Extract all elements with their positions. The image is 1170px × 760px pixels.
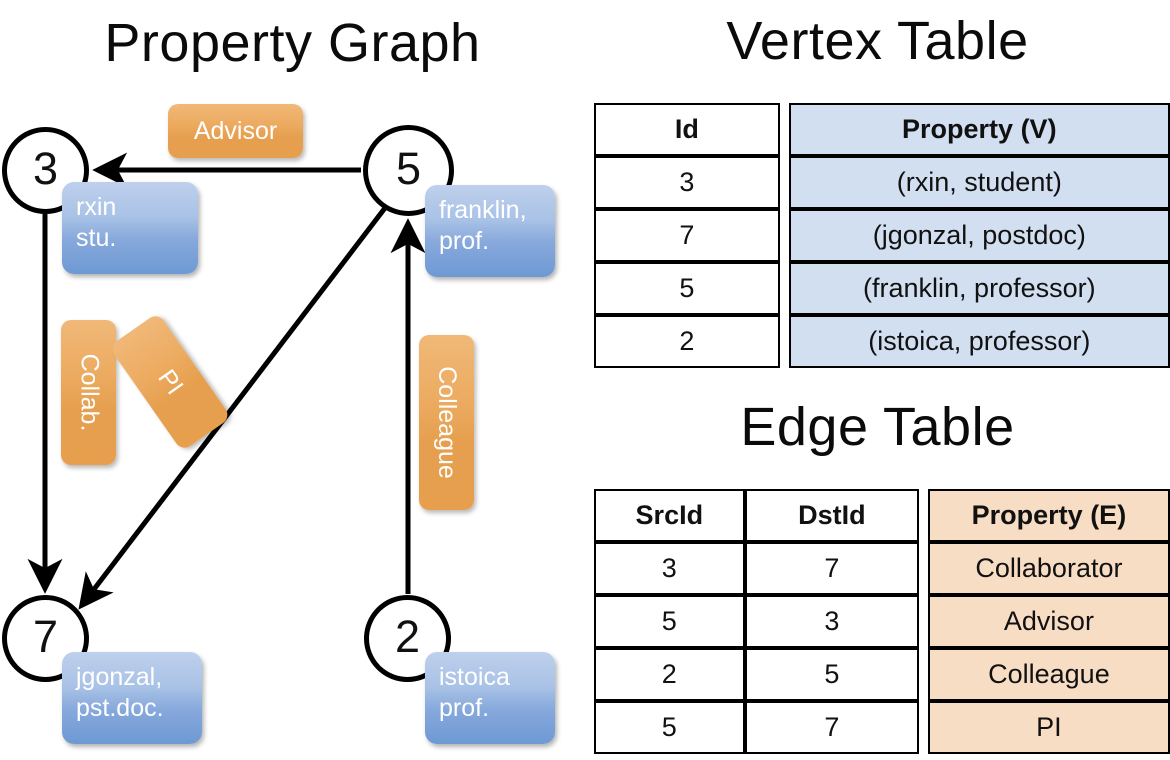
vertex-property-callout-3: rxin stu.: [62, 182, 198, 274]
vertex-node-5-id: 5: [395, 143, 422, 194]
vertex-node-7-id: 7: [32, 611, 59, 662]
edge-row-1-property: Advisor: [927, 595, 1170, 648]
edge-table-column-gap: [919, 648, 928, 701]
vertex-table-column-gap: [779, 209, 789, 262]
edge-row-2-property: Colleague: [927, 648, 1170, 701]
edge-row-3-property: PI: [927, 701, 1170, 754]
edge-label-collab: Collab.: [61, 320, 116, 465]
vertex-row-1-property: (jgonzal, postdoc): [788, 209, 1170, 262]
edge-label-pi-text: PI: [152, 364, 189, 400]
table-row: 5 3 Advisor: [594, 595, 1170, 648]
vertex-node-2-id: 2: [394, 611, 421, 662]
edge-table-column-gap: [919, 542, 928, 595]
page-title-vertex-table: Vertex Table: [726, 11, 1029, 71]
table-row: 3 7 Collaborator: [594, 542, 1170, 595]
vertex-row-3-id: 2: [594, 315, 780, 368]
edge-table: SrcId DstId Property (E) 3 7 Collaborato…: [594, 489, 1170, 754]
vertex-row-2-id: 5: [594, 262, 780, 315]
graph-edges-layer: [27, 152, 426, 610]
edge-table-column-gap: [919, 701, 928, 754]
table-row: 5 (franklin, professor): [594, 262, 1170, 315]
vertex-table-column-gap: [779, 315, 789, 368]
vertex-node-3-id: 3: [32, 143, 59, 194]
edge-label-advisor-text: Advisor: [193, 116, 278, 145]
page-title-property-graph: Property Graph: [104, 13, 481, 73]
table-row: 7 (jgonzal, postdoc): [594, 209, 1170, 262]
edge-label-colleague-text: Colleague: [433, 366, 461, 479]
edge-table-header-row: SrcId DstId Property (E): [594, 489, 1170, 542]
edge-label-collab-text: Collab.: [75, 353, 104, 432]
edge-table-column-gap: [919, 595, 928, 648]
edge-row-0-src: 3: [594, 542, 745, 595]
vertex-table-header-row: Id Property (V): [594, 103, 1170, 156]
vertex-row-3-property: (istoica, professor): [788, 315, 1170, 368]
edge-table-header-dstid: DstId: [744, 489, 920, 542]
vertex-table-header-property: Property (V): [788, 103, 1170, 156]
vertex-table-column-gap: [779, 262, 789, 315]
edge-row-2-dst: 5: [744, 648, 920, 701]
edge-row-0-dst: 7: [744, 542, 920, 595]
edge-table-header-property: Property (E): [927, 489, 1170, 542]
vertex-row-0-property: (rxin, student): [788, 156, 1170, 209]
vertex-property-callout-5: franklin, prof.: [425, 185, 555, 277]
table-row: 3 (rxin, student): [594, 156, 1170, 209]
vertex-table-header-id: Id: [594, 103, 780, 156]
edge-row-1-src: 5: [594, 595, 745, 648]
vertex-property-callout-2: istoica prof.: [425, 652, 555, 744]
property-graph-panel: Property Graph Advisor Collab. PI Collea…: [2, 13, 555, 744]
table-row: 2 5 Colleague: [594, 648, 1170, 701]
vertex-node-2: 2: [364, 595, 451, 682]
vertex-table-column-gap: [779, 103, 789, 156]
edge-row-1-dst: 3: [744, 595, 920, 648]
edge-table-column-gap: [919, 489, 928, 542]
table-row: 2 (istoica, professor): [594, 315, 1170, 368]
edge-table-header-srcid: SrcId: [594, 489, 745, 542]
edge-row-3-src: 5: [594, 701, 745, 754]
edge-label-advisor: Advisor: [168, 104, 303, 158]
vertex-row-1-id: 7: [594, 209, 780, 262]
page-title-edge-table: Edge Table: [740, 397, 1015, 457]
edge-row-3-dst: 7: [744, 701, 920, 754]
table-row: 5 7 PI: [594, 701, 1170, 754]
edge-row-0-property: Collaborator: [927, 542, 1170, 595]
vertex-row-2-property: (franklin, professor): [788, 262, 1170, 315]
vertex-node-5: 5: [363, 125, 454, 216]
vertex-row-0-id: 3: [594, 156, 780, 209]
edge-label-colleague: Colleague: [419, 335, 474, 510]
vertex-table-column-gap: [779, 156, 789, 209]
vertex-table: Id Property (V) 3 (rxin, student) 7 (jgo…: [594, 103, 1170, 368]
edge-5-to-7: [78, 206, 387, 610]
edge-row-2-src: 2: [594, 648, 745, 701]
vertex-property-callout-7: jgonzal, pst.doc.: [62, 652, 202, 744]
